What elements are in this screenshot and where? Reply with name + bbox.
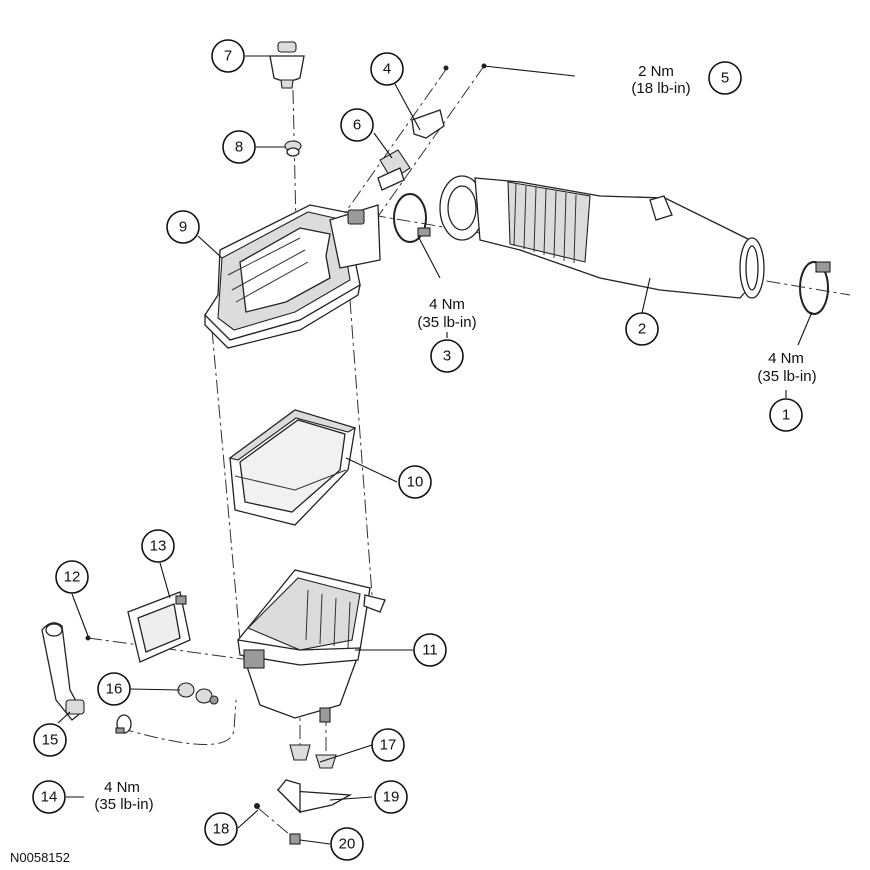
callout-7: 7 xyxy=(211,39,245,73)
part-8-grommet xyxy=(284,140,302,157)
callout-number: 20 xyxy=(339,836,356,853)
callout-number: 7 xyxy=(224,48,232,65)
callout-number: 11 xyxy=(422,642,438,659)
callout-1: 1 xyxy=(769,398,803,432)
torque-label-item-5: 2 Nm (18 lb-in) xyxy=(631,63,690,97)
callout-13: 13 xyxy=(141,529,175,563)
callout-number: 13 xyxy=(150,538,167,555)
torque-label-item-1: 4 Nm (35 lb-in) xyxy=(757,350,816,385)
callout-number: 2 xyxy=(638,321,646,338)
part-3-hose-clamp xyxy=(393,193,431,243)
callout-16: 16 xyxy=(97,672,131,706)
part-4-sensor-bracket xyxy=(411,65,449,139)
callout-number: 3 xyxy=(443,348,451,365)
figure-reference-number: N0058152 xyxy=(10,850,70,865)
callout-number: 9 xyxy=(179,219,187,236)
callout-number: 8 xyxy=(235,139,243,156)
callout-number: 15 xyxy=(42,732,59,749)
callout-number: 4 xyxy=(383,61,391,78)
part-13-bracket xyxy=(127,591,191,663)
callout-number: 17 xyxy=(380,737,397,754)
callout-number: 5 xyxy=(721,70,729,87)
callout-20: 20 xyxy=(330,827,364,861)
part-19-mounting-bracket xyxy=(276,779,353,814)
callout-15: 15 xyxy=(33,723,67,757)
part-6-maf-sensor xyxy=(377,149,411,191)
callout-2: 2 xyxy=(625,312,659,346)
callout-11: 11 xyxy=(413,633,447,667)
callout-number: 14 xyxy=(41,789,58,806)
callout-number: 16 xyxy=(106,681,123,698)
callout-number: 19 xyxy=(383,789,400,806)
torque-lbin: (35 lb-in) xyxy=(757,368,816,385)
callout-8: 8 xyxy=(222,130,256,164)
leader-lines xyxy=(57,55,813,845)
part-20-nut xyxy=(289,833,301,845)
part-7-vent-cap xyxy=(269,41,305,89)
callout-5: 5 xyxy=(708,61,742,95)
torque-lbin: (18 lb-in) xyxy=(631,80,690,97)
callout-14: 14 xyxy=(32,780,66,814)
part-2-air-outlet-tube xyxy=(439,175,765,299)
callout-12: 12 xyxy=(55,560,89,594)
torque-lbin: (35 lb-in) xyxy=(417,314,476,331)
callout-number: 10 xyxy=(407,474,424,491)
torque-nm: 2 Nm xyxy=(638,63,674,80)
callout-number: 12 xyxy=(64,569,81,586)
callout-19: 19 xyxy=(374,780,408,814)
part-14-clamp xyxy=(115,714,132,734)
callout-18: 18 xyxy=(204,812,238,846)
part-16-grommets xyxy=(177,682,219,705)
part-17-isolators xyxy=(289,744,337,769)
callout-6: 6 xyxy=(340,108,374,142)
callout-9: 9 xyxy=(166,210,200,244)
torque-nm: 4 Nm xyxy=(768,350,804,367)
torque-lbin: (35 lb-in) xyxy=(94,796,153,813)
part-15-vent-hose xyxy=(41,622,85,721)
torque-nm: 4 Nm xyxy=(429,296,465,313)
part-9-air-cleaner-cover xyxy=(204,204,381,349)
callout-number: 18 xyxy=(213,821,230,838)
callout-3: 3 xyxy=(430,339,464,373)
part-10-air-filter-element xyxy=(228,409,357,526)
callout-number: 1 xyxy=(782,407,790,424)
torque-label-item-14: 4 Nm (35 lb-in) xyxy=(94,779,153,813)
callout-4: 4 xyxy=(370,52,404,86)
part-18-bolt xyxy=(254,803,260,809)
part-11-air-cleaner-housing xyxy=(237,569,386,723)
callout-17: 17 xyxy=(371,728,405,762)
callout-10: 10 xyxy=(398,465,432,499)
torque-label-item-3: 4 Nm (35 lb-in) xyxy=(417,296,476,331)
callout-number: 6 xyxy=(353,117,361,134)
part-12-screw xyxy=(85,635,91,641)
part-1-hose-clamp xyxy=(799,261,831,315)
torque-nm: 4 Nm xyxy=(104,779,140,796)
